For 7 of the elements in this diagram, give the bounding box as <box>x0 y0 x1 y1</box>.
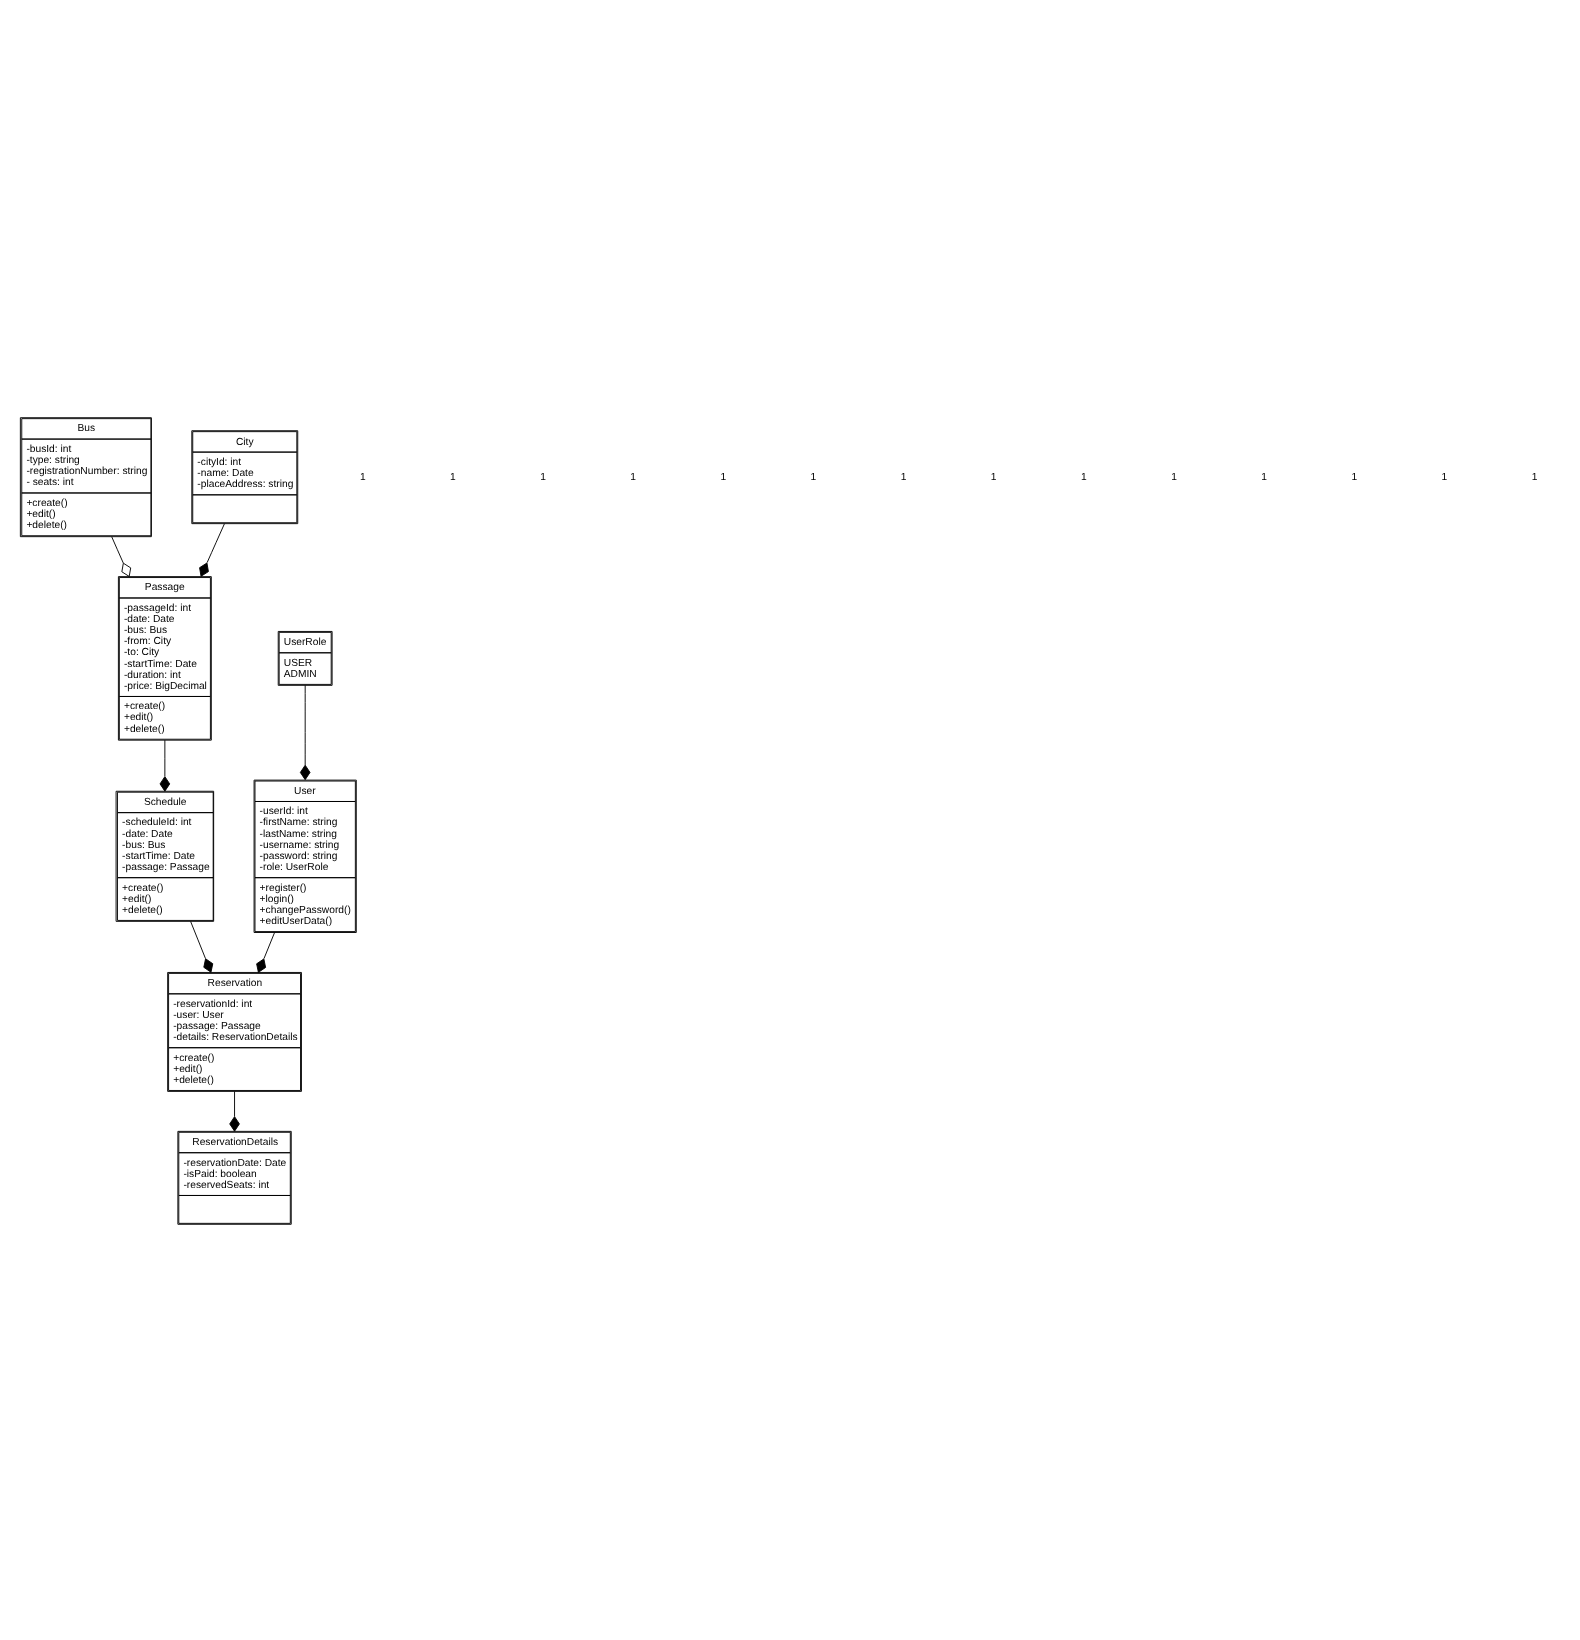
connector <box>111 535 132 576</box>
connector <box>159 738 171 791</box>
connector <box>256 931 275 972</box>
connector <box>190 920 214 972</box>
connector <box>299 683 311 780</box>
connector <box>199 522 225 576</box>
connector <box>229 1089 240 1131</box>
